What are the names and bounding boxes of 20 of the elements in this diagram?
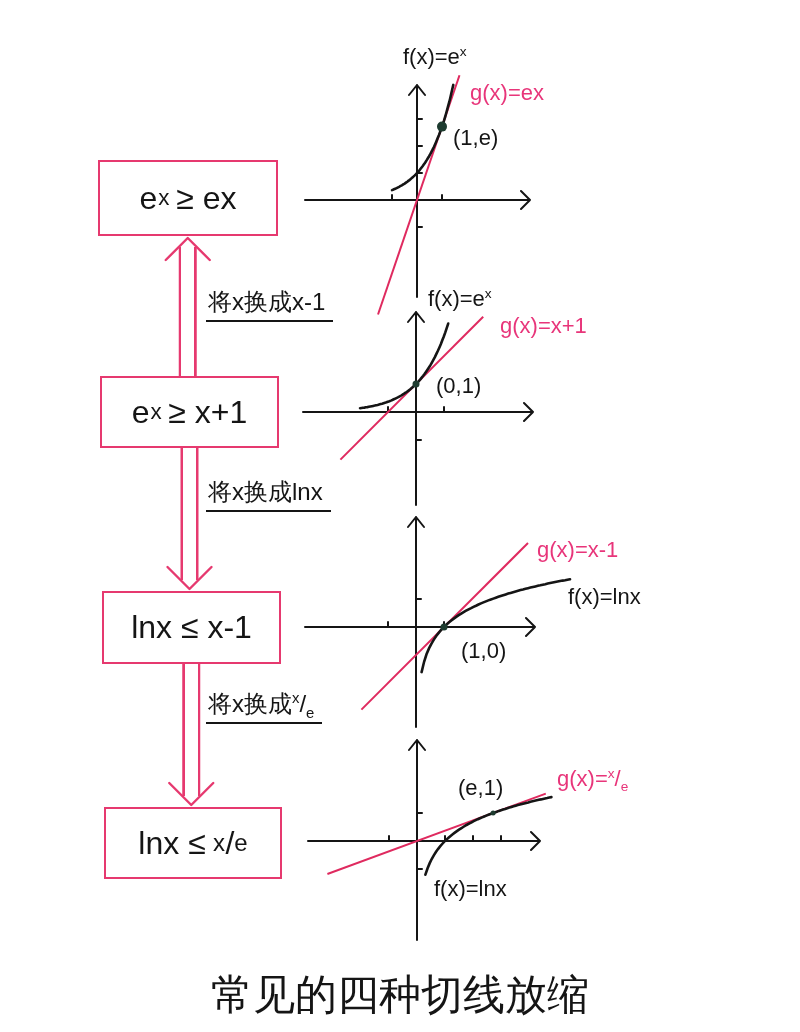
formula-box: lnx ≤ x-1	[102, 591, 281, 664]
function-label: g(x)=x+1	[500, 313, 587, 340]
function-label: f(x)=lnx	[568, 584, 641, 611]
edge-label: 将x换成lnx	[206, 478, 331, 512]
function-label: f(x)=lnx	[434, 876, 507, 903]
function-label: f(x)=e$^{x}$	[428, 286, 492, 313]
point-label: (1,0)	[461, 638, 507, 665]
arrow	[164, 236, 211, 376]
function-label: g(x)=ex	[470, 80, 544, 107]
arrow	[166, 448, 213, 591]
function-label: g(x)=$^{x}$/$_{e}$	[557, 766, 629, 793]
edge-label: 将x换成x-1	[206, 288, 334, 322]
point-label: (e,1)	[458, 775, 504, 802]
point-label: (0,1)	[436, 373, 482, 400]
function-label: f(x)=e$^{x}$	[403, 44, 467, 71]
caption: 常见的四种切线放缩	[211, 970, 589, 1020]
point-label: (1,e)	[453, 125, 499, 152]
function-label: g(x)=x-1	[537, 537, 619, 564]
edge-label: 将x换成$^{x}$/$_{e}$	[206, 690, 323, 724]
arrow	[168, 664, 215, 807]
